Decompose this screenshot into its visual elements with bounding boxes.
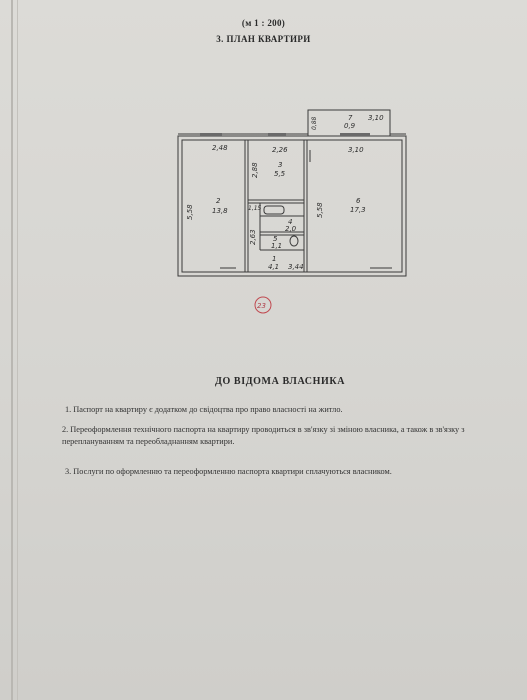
room-6-top-dim: 3,10	[348, 146, 364, 154]
paper-fold-line	[17, 0, 18, 700]
room-6-side-dim: 5,58	[316, 202, 324, 218]
room-3-number: 3	[278, 161, 282, 169]
room-2-side-dim: 5,58	[186, 204, 194, 220]
notice-item-1: 1. Паспорт на квартиру є додатком до сві…	[65, 405, 343, 414]
room-5-area: 1,1	[271, 242, 282, 250]
stamp-number: 23	[257, 302, 266, 310]
notice-title: ДО ВІДОМА ВЛАСНИКА	[214, 376, 346, 387]
plan-title: 3. ПЛАН КВАРТИРИ	[216, 34, 311, 44]
room-1-area: 4,1	[268, 263, 279, 271]
room-7-number: 7	[348, 114, 353, 122]
wall-small-dim: 1,15	[248, 205, 262, 212]
room-4-area: 2,0	[285, 225, 297, 233]
room-5-number: 5	[273, 235, 278, 243]
room-3-area: 5,5	[274, 170, 286, 178]
room-2-area: 13,8	[212, 207, 228, 215]
room-6-number: 6	[356, 197, 361, 205]
outer-wall	[177, 135, 407, 277]
room-7-area: 0,9	[344, 122, 356, 130]
paper-fold-line	[11, 0, 13, 700]
room-6-area: 17,3	[350, 206, 366, 214]
inventory-stamp: 23	[254, 296, 272, 314]
room-4-number: 4	[288, 218, 292, 226]
bathtub-symbol	[263, 205, 285, 215]
room-3-top-dim: 2,26	[272, 146, 288, 154]
room-1-number: 1	[272, 255, 276, 263]
apartment-floor-plan: 2,48 2 13,8 5,58 2,26 3 5,5 2,88 1,15 4 …	[177, 109, 407, 314]
room-7-side-dim: 0,88	[311, 116, 318, 130]
room-3-side-dim: 2,88	[251, 162, 259, 178]
room-2-number: 2	[216, 197, 221, 205]
room-1-bottom-dim: 3,44	[288, 263, 304, 271]
plan-scale: (м 1 : 200)	[241, 18, 286, 28]
notice-item-3: 3. Послуги по оформленню та переоформлен…	[65, 467, 392, 476]
room-2-top-dim: 2,48	[212, 144, 228, 152]
room-7-top-dim: 3,10	[368, 114, 384, 122]
notice-item-2: 2. Переоформлення технічного паспорта на…	[62, 425, 465, 446]
room-1-side-dim: 2,63	[249, 229, 257, 245]
toilet-symbol	[289, 235, 299, 247]
